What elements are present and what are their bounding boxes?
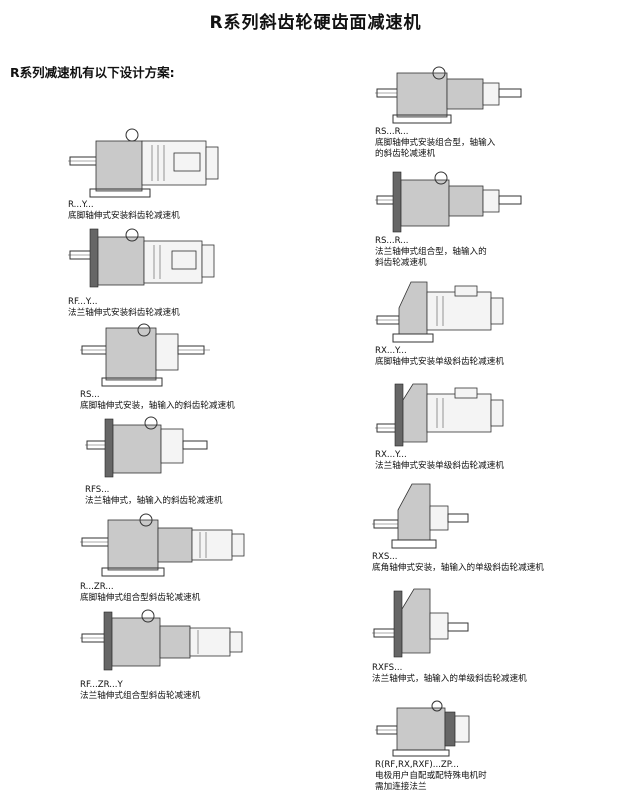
design-description-line: 底脚轴伸式安装单级斜齿轮减速机 xyxy=(375,357,504,367)
design-description-line: 法兰轴伸式组合型，轴输入的 xyxy=(375,247,487,257)
gearbox-flange-shaft-drawing xyxy=(85,416,208,478)
section-subtitle: R系列减速机有以下设计方案: xyxy=(10,65,175,80)
design-description-line: 斜齿轮减速机 xyxy=(375,258,427,268)
design-description-line: 底脚轴伸式安装组合型，轴输入 xyxy=(375,138,496,148)
design-code: RFS... xyxy=(85,485,110,495)
design-rs-r-foot: RS...R... 底脚轴伸式安装组合型，轴输入 的斜齿轮减速机 xyxy=(375,65,535,160)
gearbox-single-foot-motor-drawing xyxy=(375,281,504,343)
design-code: R...Y... xyxy=(68,200,94,210)
design-code: RF...ZR...Y xyxy=(80,680,123,690)
design-rfs: RFS... 法兰轴伸式，轴输入的斜齿轮减速机 xyxy=(85,415,235,507)
gearbox-foot-combo-shaft-drawing xyxy=(375,66,522,124)
design-rf-zr-y: RF...ZR...Y 法兰轴伸式组合型斜齿轮减速机 xyxy=(80,608,255,702)
design-rxs: RXS... 底角轴伸式安装，轴输入的单级斜齿轮减速机 xyxy=(372,480,544,574)
design-description: 底脚轴伸式组合型斜齿轮减速机 xyxy=(80,593,201,603)
design-code: R(RF,RX,RXF)...ZP... xyxy=(375,760,459,770)
design-description-line: 需加连接法兰 xyxy=(375,782,427,792)
design-code: RS...R... xyxy=(375,236,409,246)
design-r-y: R...Y... 底脚轴伸式安装斜齿轮减速机 xyxy=(68,125,238,222)
design-description: 法兰轴伸式安装斜齿轮减速机 xyxy=(68,308,180,318)
design-rs: RS... 底脚轴伸式安装，轴输入的斜齿轮减速机 xyxy=(80,320,235,412)
gearbox-adapter-flange-drawing xyxy=(375,700,470,757)
design-description: 法兰轴伸式，轴输入的斜齿轮减速机 xyxy=(85,496,223,506)
design-description: 法兰轴伸式组合型斜齿轮减速机 xyxy=(80,691,201,701)
gearbox-single-flange-shaft-drawing xyxy=(372,588,469,658)
design-description: 底脚轴伸式安装斜齿轮减速机 xyxy=(68,211,180,221)
design-code: RX...Y... xyxy=(375,346,407,356)
design-description: 底脚轴伸式安装，轴输入的斜齿轮减速机 xyxy=(80,401,235,411)
gearbox-foot-motor-drawing xyxy=(68,128,219,198)
gearbox-foot-shaft-drawing xyxy=(80,323,210,387)
design-code: RF...Y... xyxy=(68,297,98,307)
gearbox-single-foot-shaft-drawing xyxy=(372,483,469,549)
design-description-line: 法兰轴伸式，轴输入的单级斜齿轮减速机 xyxy=(372,674,527,684)
design-description-line: 的斜齿轮减速机 xyxy=(375,149,436,159)
design-code: RS... xyxy=(80,390,100,400)
design-description-line: 法兰轴伸式安装单级斜齿轮减速机 xyxy=(375,461,504,471)
design-rs-r-flange: RS...R... 法兰轴伸式组合型，轴输入的 斜齿轮减速机 xyxy=(375,170,535,269)
page-title: R系列斜齿轮硬齿面减速机 xyxy=(209,13,422,33)
design-rf-y: RF...Y... 法兰轴伸式安装斜齿轮减速机 xyxy=(68,225,238,319)
design-description-line: 底角轴伸式安装，轴输入的单级斜齿轮减速机 xyxy=(372,563,544,573)
design-code: RS...R... xyxy=(375,127,409,137)
design-code: RXS... xyxy=(372,552,398,562)
design-code: RXFS... xyxy=(372,663,403,673)
design-rxfs: RXFS... 法兰轴伸式，轴输入的单级斜齿轮减速机 xyxy=(372,585,527,685)
gearbox-foot-combo-drawing xyxy=(80,513,245,577)
gearbox-flange-motor-drawing xyxy=(68,228,215,288)
design-code: R...ZR... xyxy=(80,582,114,592)
gearbox-single-flange-motor-drawing xyxy=(375,383,504,447)
gearbox-flange-combo-drawing xyxy=(80,609,243,671)
design-rx-y-flange: RX...Y... 法兰轴伸式安装单级斜齿轮减速机 xyxy=(375,380,525,472)
gearbox-flange-combo-shaft-drawing xyxy=(375,171,522,233)
design-description-line: 电极用户自配或配特殊电机时 xyxy=(375,771,487,781)
design-r-zr: R...ZR... 底脚轴伸式组合型斜齿轮减速机 xyxy=(80,510,255,604)
design-rx-y-foot: RX...Y... 底脚轴伸式安装单级斜齿轮减速机 xyxy=(375,278,525,368)
design-adapter-zp: R(RF,RX,RXF)...ZP... 电极用户自配或配特殊电机时 需加连接法… xyxy=(375,700,505,793)
design-code: RX...Y... xyxy=(375,450,407,460)
